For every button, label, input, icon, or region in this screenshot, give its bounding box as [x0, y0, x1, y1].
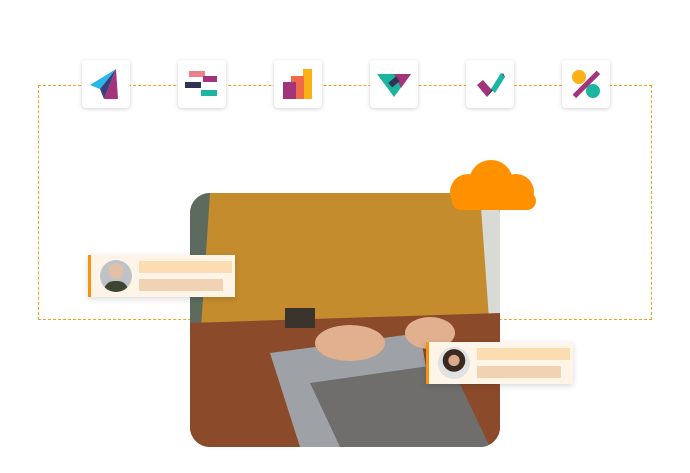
percent-icon: [572, 70, 601, 99]
checkmark-icon: [477, 73, 505, 97]
user-card-1: [88, 255, 235, 297]
app-tile-2[interactable]: [178, 60, 226, 108]
man-avatar: [100, 260, 132, 292]
user-card-2: [426, 342, 573, 384]
app-tile-1[interactable]: [82, 60, 130, 108]
handshake-icon: [377, 74, 411, 97]
placeholder-bar: [477, 348, 570, 360]
app-tile-3[interactable]: [274, 60, 322, 108]
bar-chart-icon: [283, 69, 312, 99]
paper-plane-icon: [90, 69, 118, 99]
placeholder-bar: [139, 279, 223, 291]
placeholder-bar: [477, 366, 561, 378]
cloud-icon: [450, 160, 536, 210]
app-tile-5[interactable]: [466, 60, 514, 108]
app-tile-6[interactable]: [562, 60, 610, 108]
woman-avatar: [438, 347, 470, 379]
merge-arrows-icon: [185, 71, 217, 96]
woman-laptop-photo: [190, 193, 500, 447]
app-tile-4[interactable]: [370, 60, 418, 108]
placeholder-bar: [139, 261, 232, 273]
